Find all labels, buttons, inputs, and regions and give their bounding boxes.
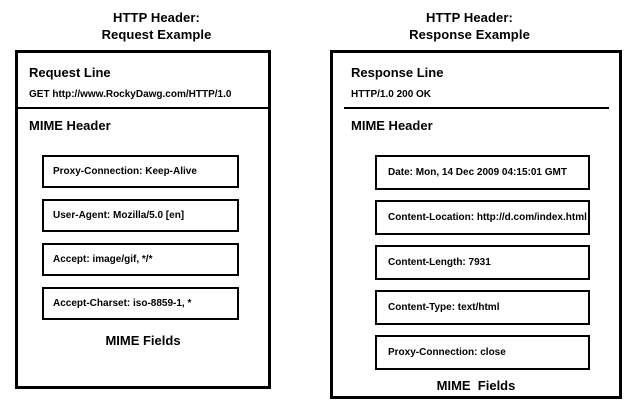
mime-field-text: User-Agent: Mozilla/5.0 [en] (53, 209, 185, 221)
mime-field-text: Accept: image/gif, */* (53, 253, 153, 265)
request-mime-header-heading: MIME Header (29, 118, 111, 133)
request-panel-title: HTTP Header: Request Example (101, 10, 212, 42)
response-line-value: HTTP/1.0 200 OK (351, 89, 432, 100)
response-line-heading: Response Line (351, 65, 444, 80)
mime-field-box: User-Agent: Mozilla/5.0 [en] (42, 199, 239, 232)
mime-field-text: Proxy-Connection: Keep-Alive (53, 165, 197, 177)
mime-field-box: Date: Mon, 14 Dec 2009 04:15:01 GMT (375, 155, 590, 190)
response-panel-title: HTTP Header: Response Example (409, 10, 530, 42)
request-line-value: GET http://www.RockyDawg.com/HTTP/1.0 (29, 89, 232, 100)
request-section-divider (15, 107, 271, 109)
response-mime-fields-caption: MIME Fields (436, 378, 516, 393)
response-mime-fields-list: Date: Mon, 14 Dec 2009 04:15:01 GMT Cont… (375, 155, 590, 370)
mime-field-box: Accept: image/gif, */* (42, 243, 239, 276)
request-mime-fields-list: Proxy-Connection: Keep-Alive User-Agent:… (42, 155, 239, 320)
response-mime-header-heading: MIME Header (351, 118, 433, 133)
mime-field-box: Proxy-Connection: Keep-Alive (42, 155, 239, 188)
mime-field-box: Content-Length: 7931 (375, 245, 590, 280)
mime-field-text: Content-Length: 7931 (388, 256, 491, 268)
response-section-divider (344, 107, 609, 109)
response-panel: Response Line HTTP/1.0 200 OK MIME Heade… (330, 50, 622, 399)
mime-field-text: Content-Type: text/html (388, 301, 500, 313)
mime-field-box: Content-Type: text/html (375, 290, 590, 325)
mime-field-box: Accept-Charset: iso-8859-1, * (42, 287, 239, 320)
mime-field-box: Content-Location: http://d.com/index.htm… (375, 200, 590, 235)
request-panel: Request Line GET http://www.RockyDawg.co… (15, 50, 271, 389)
mime-field-text: Accept-Charset: iso-8859-1, * (53, 297, 192, 309)
mime-field-box: Proxy-Connection: close (375, 335, 590, 370)
request-mime-fields-caption: MIME Fields (105, 333, 181, 348)
mime-field-text: Date: Mon, 14 Dec 2009 04:15:01 GMT (388, 166, 567, 178)
request-line-heading: Request Line (29, 65, 111, 80)
mime-field-text: Proxy-Connection: close (388, 346, 506, 358)
mime-field-text: Content-Location: http://d.com/index.htm… (388, 211, 587, 223)
